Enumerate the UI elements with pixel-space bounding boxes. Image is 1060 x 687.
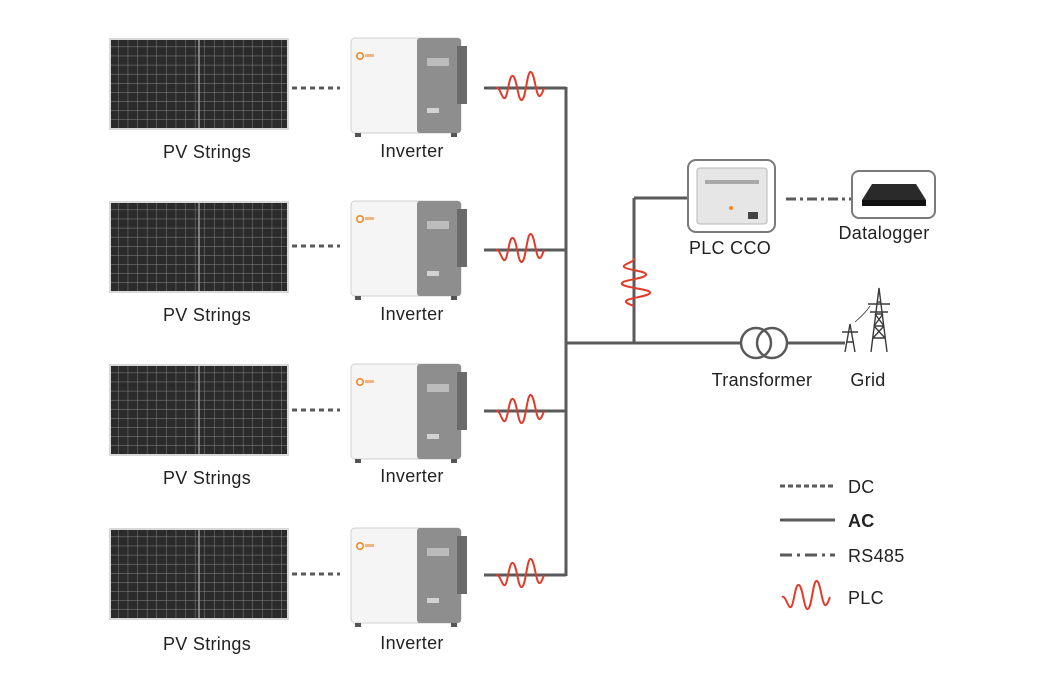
pv-strings-label-2: PV Strings: [162, 305, 252, 325]
plc-wave: [495, 557, 545, 589]
solar-panel: [108, 527, 290, 621]
plc-wave: [495, 232, 545, 264]
plc-wave: [495, 70, 545, 102]
inverter-label-3: Inverter: [380, 466, 444, 486]
inverter-device: [350, 37, 468, 138]
inverter-device: [350, 527, 468, 628]
solar-panel: [108, 37, 290, 131]
legend-rs485-label: RS485: [848, 546, 905, 566]
pv-strings-label-1: PV Strings: [162, 142, 252, 162]
inverter-label-1: Inverter: [380, 141, 444, 161]
pv-row-3: [108, 363, 566, 464]
legend-ac-label: AC: [848, 511, 875, 531]
transformer-label: Transformer: [711, 370, 813, 390]
plc-cco-label: PLC CCO: [688, 238, 772, 258]
inverter-device: [350, 200, 468, 301]
inverter-label-4: Inverter: [380, 633, 444, 653]
transformer-symbol: [739, 326, 789, 360]
grid-label: Grid: [850, 370, 886, 390]
legend-plc-label: PLC: [848, 588, 884, 608]
solar-panel: [108, 363, 290, 457]
pv-strings-label-3: PV Strings: [162, 468, 252, 488]
plc-wave-vertical: [620, 257, 652, 307]
grid-tower-icon: [842, 287, 890, 353]
legend-plc-wave: [781, 579, 831, 611]
pv-strings-label-4: PV Strings: [162, 634, 252, 654]
pv-row-4: [108, 527, 566, 628]
legend-dc-label: DC: [848, 477, 875, 497]
pv-row-1: [108, 37, 566, 138]
solar-panel: [108, 200, 290, 294]
legend: [780, 484, 835, 611]
inverter-device: [350, 363, 468, 464]
pv-row-2: [108, 200, 566, 301]
datalogger-device: [851, 170, 936, 219]
datalogger-label: Datalogger: [838, 223, 930, 243]
plc-wave: [495, 393, 545, 425]
inverter-label-2: Inverter: [380, 304, 444, 324]
plc-cco-device: [687, 159, 776, 233]
